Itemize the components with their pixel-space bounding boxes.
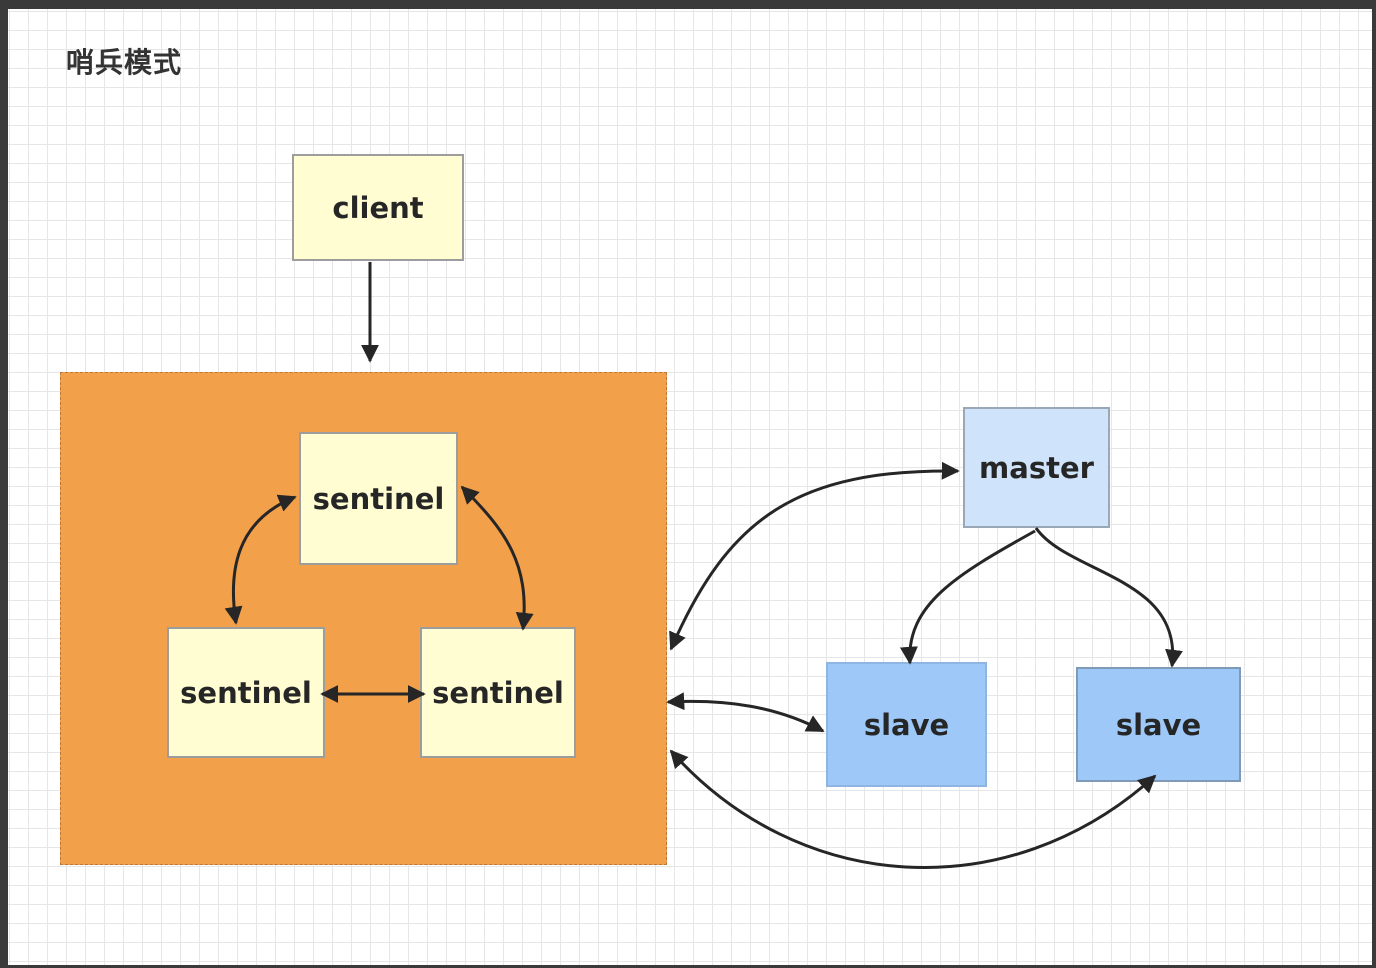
sentinel-left-node[interactable]: sentinel	[167, 627, 325, 758]
diagram-title: 哨兵模式	[66, 46, 183, 79]
edge-master-slave-right	[1034, 527, 1183, 668]
client-node[interactable]: client	[292, 154, 464, 261]
edges-layer	[224, 262, 1183, 869]
edge-group-slave-right	[669, 749, 1157, 869]
edge-master-slave-left	[899, 529, 1036, 665]
diagram-canvas: 哨兵模式 client sentinel sentinel sentinel m…	[8, 9, 1372, 965]
sentinel-right-node[interactable]: sentinel	[420, 627, 576, 758]
edge-group-master	[669, 461, 960, 651]
edge-sentinel-top-left	[224, 494, 297, 625]
sentinel-top-node[interactable]: sentinel	[299, 432, 458, 565]
edge-group-slave-left	[666, 692, 825, 733]
edge-sentinel-top-right	[460, 485, 534, 631]
master-node[interactable]: master	[963, 407, 1110, 528]
